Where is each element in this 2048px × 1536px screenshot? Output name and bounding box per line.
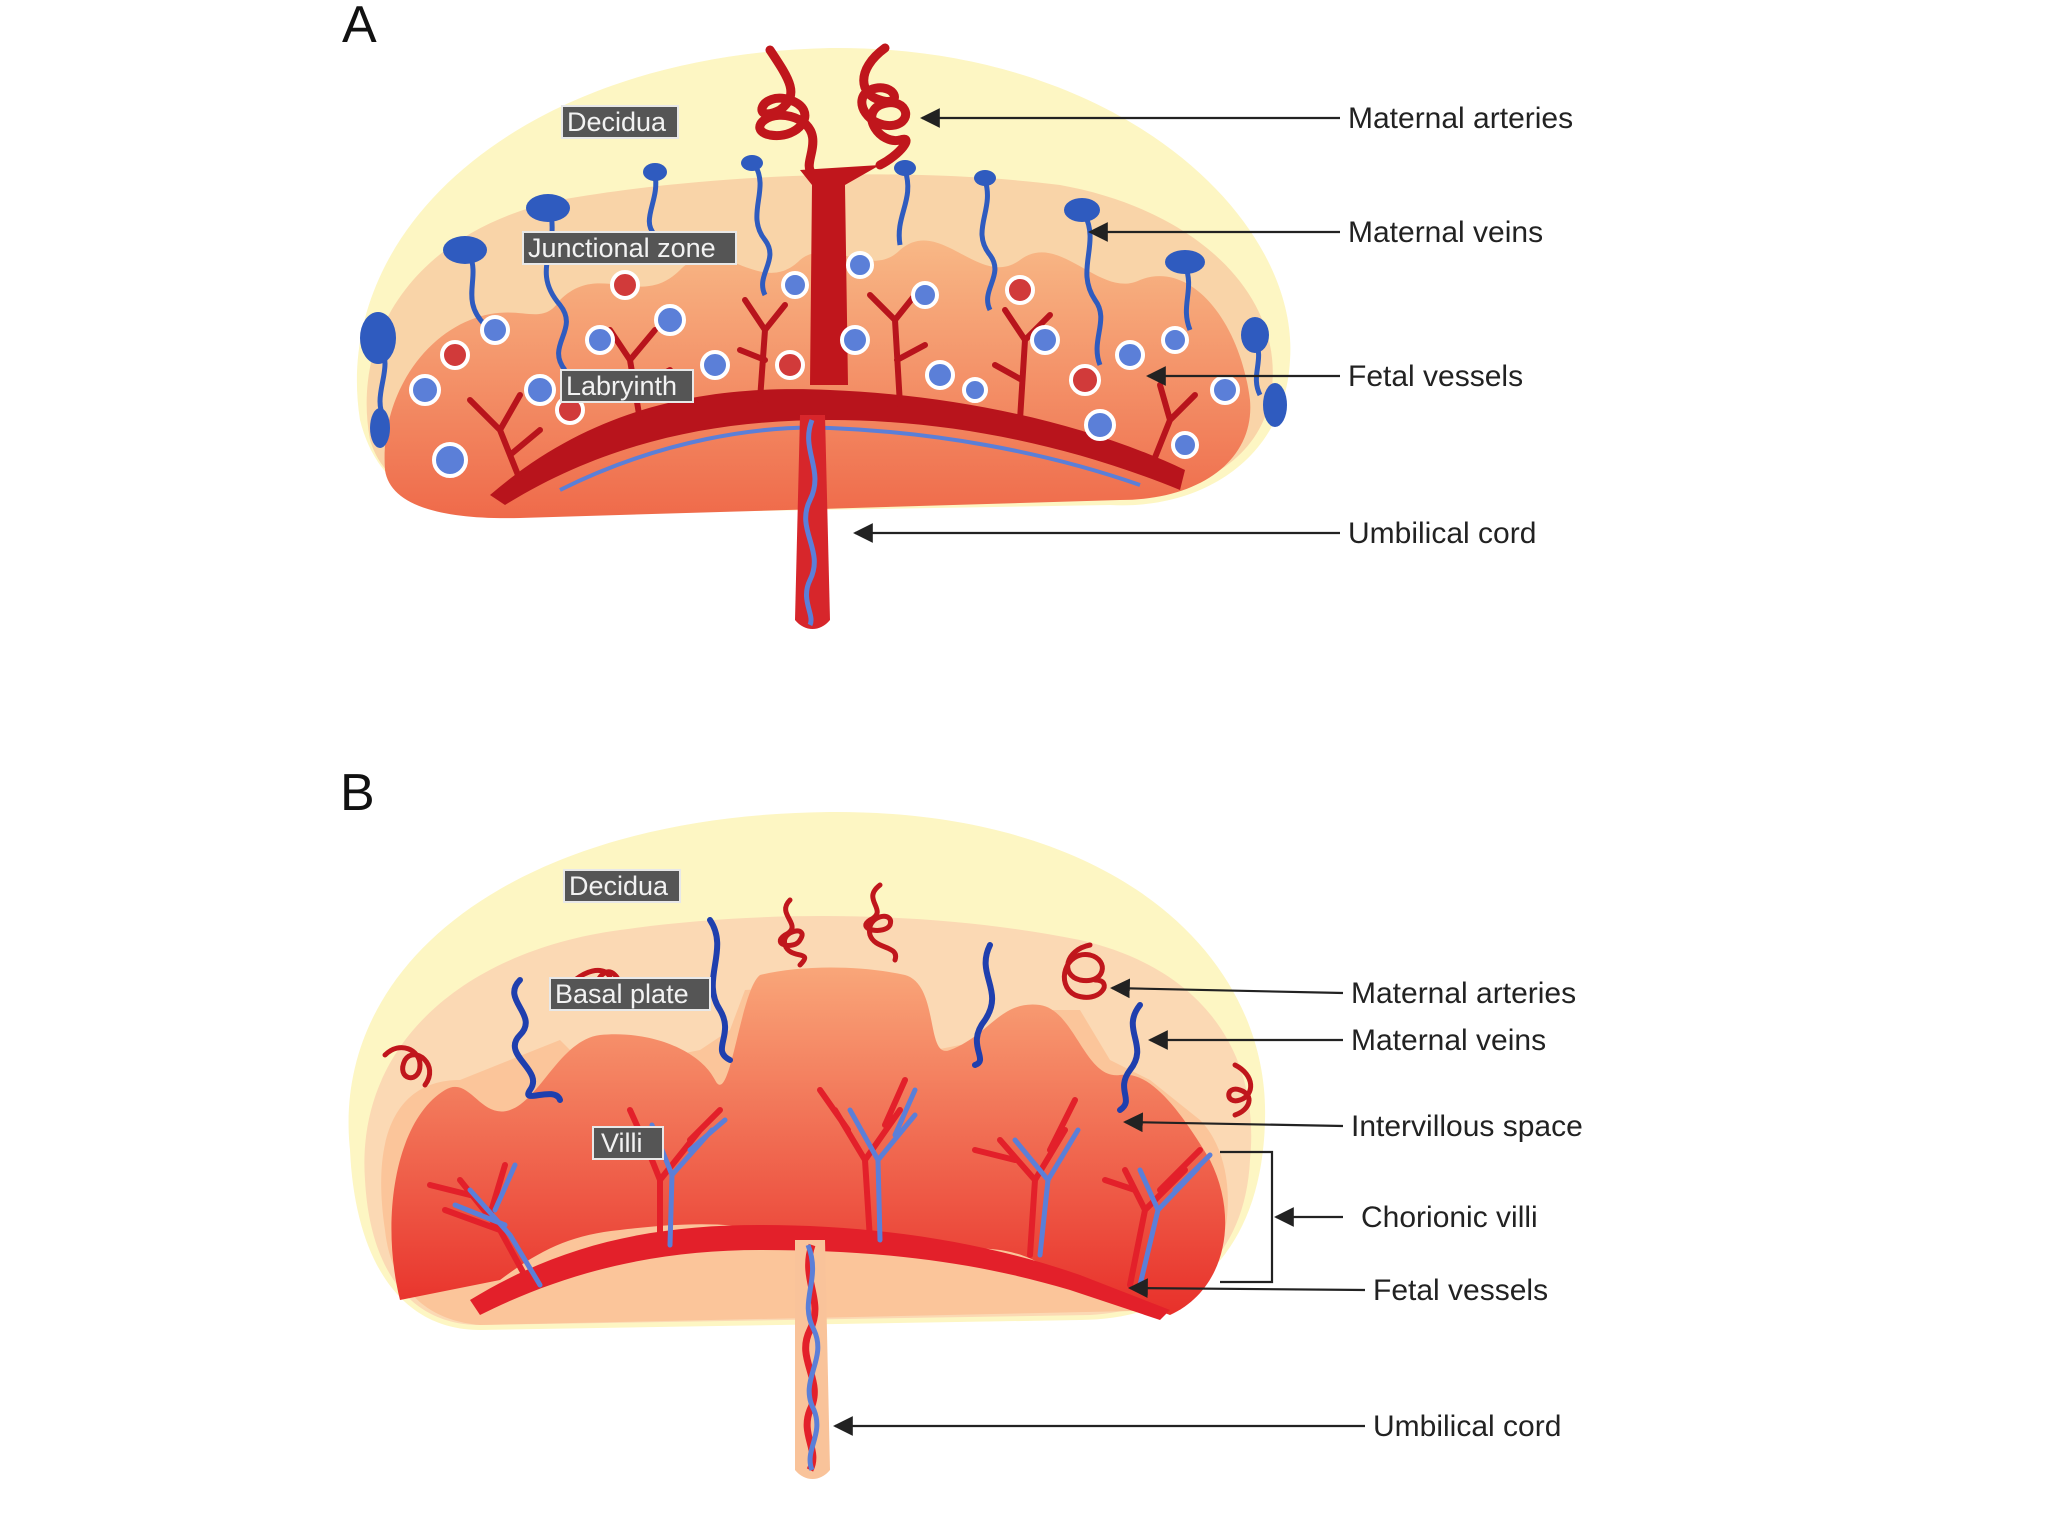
panel-a-label-decidua: Decidua xyxy=(561,105,679,139)
panel-b-label-villi: Villi xyxy=(592,1126,664,1160)
panel-a-label-junctional-zone: Junctional zone xyxy=(522,231,737,265)
svg-text:Decidua: Decidua xyxy=(567,107,667,137)
panel-b-chorionic-plate xyxy=(470,1225,1170,1320)
svg-text:Basal plate: Basal plate xyxy=(555,979,689,1009)
panel-a-label-labyrinth: Labryinth xyxy=(560,369,694,403)
panel-b-maternal-arteries xyxy=(382,882,1254,1118)
panel-b-annotation-fetal-vessels: Fetal vessels xyxy=(1373,1274,1548,1307)
panel-a-annotation-fetal-vessels: Fetal vessels xyxy=(1348,360,1523,393)
panel-b: B xyxy=(340,764,1583,1479)
panel-a-maternal-arteries xyxy=(755,43,911,175)
panel-b-bracket-chorionic-villi xyxy=(1220,1150,1274,1284)
panel-b-annotation-chorionic-villi: Chorionic villi xyxy=(1361,1201,1538,1234)
panel-b-umbilical-cord-vein xyxy=(805,1244,821,1471)
svg-text:Decidua: Decidua xyxy=(569,871,669,901)
panel-b-annotation-maternal-veins: Maternal veins xyxy=(1351,1024,1546,1057)
panel-a-annotation-maternal-arteries: Maternal arteries xyxy=(1348,102,1573,135)
panel-b-villi-lobes xyxy=(391,967,1226,1315)
panel-b-label-decidua: Decidua xyxy=(563,869,681,903)
panel-b-pointer-intervillous-space xyxy=(1123,1112,1344,1133)
panel-b-annotation-umbilical-cord: Umbilical cord xyxy=(1373,1410,1561,1443)
panel-a-vein-heads xyxy=(360,155,1287,448)
panel-a-umbilical-cord xyxy=(795,415,830,629)
panel-a-annotation-umbilical-cord: Umbilical cord xyxy=(1348,517,1536,550)
panel-b-maternal-veins xyxy=(511,917,1143,1113)
panel-b-annotation-maternal-arteries: Maternal arteries xyxy=(1351,977,1576,1010)
svg-text:Villi: Villi xyxy=(601,1128,643,1158)
panel-a-artery-trunk xyxy=(800,165,880,385)
svg-text:Labryinth: Labryinth xyxy=(566,371,677,401)
panel-b-pointer-fetal-vessels xyxy=(1128,1278,1366,1299)
panel-b-villous-trees-red xyxy=(427,1077,1203,1288)
panel-a-annotation-maternal-veins: Maternal veins xyxy=(1348,216,1543,249)
panel-a-letter: A xyxy=(342,0,377,54)
panel-a-fetal-vessels-blue xyxy=(559,425,1141,492)
panel-b-label-basal-plate: Basal plate xyxy=(549,977,711,1011)
panel-a: A xyxy=(342,0,1573,629)
panel-a-chorionic-plate xyxy=(490,389,1185,505)
panel-b-letter: B xyxy=(340,764,375,822)
panel-b-umbilical-cord xyxy=(795,1240,830,1479)
panel-b-pointer-maternal-arteries xyxy=(1110,978,1344,999)
panel-b-annotation-intervillous-space: Intervillous space xyxy=(1351,1110,1583,1143)
panel-b-villous-trees-blue xyxy=(452,1087,1213,1288)
panel-a-blood-spaces xyxy=(409,251,1240,478)
svg-text:Junctional zone: Junctional zone xyxy=(528,233,716,263)
panel-a-umbilical-cord-vein xyxy=(803,419,818,627)
